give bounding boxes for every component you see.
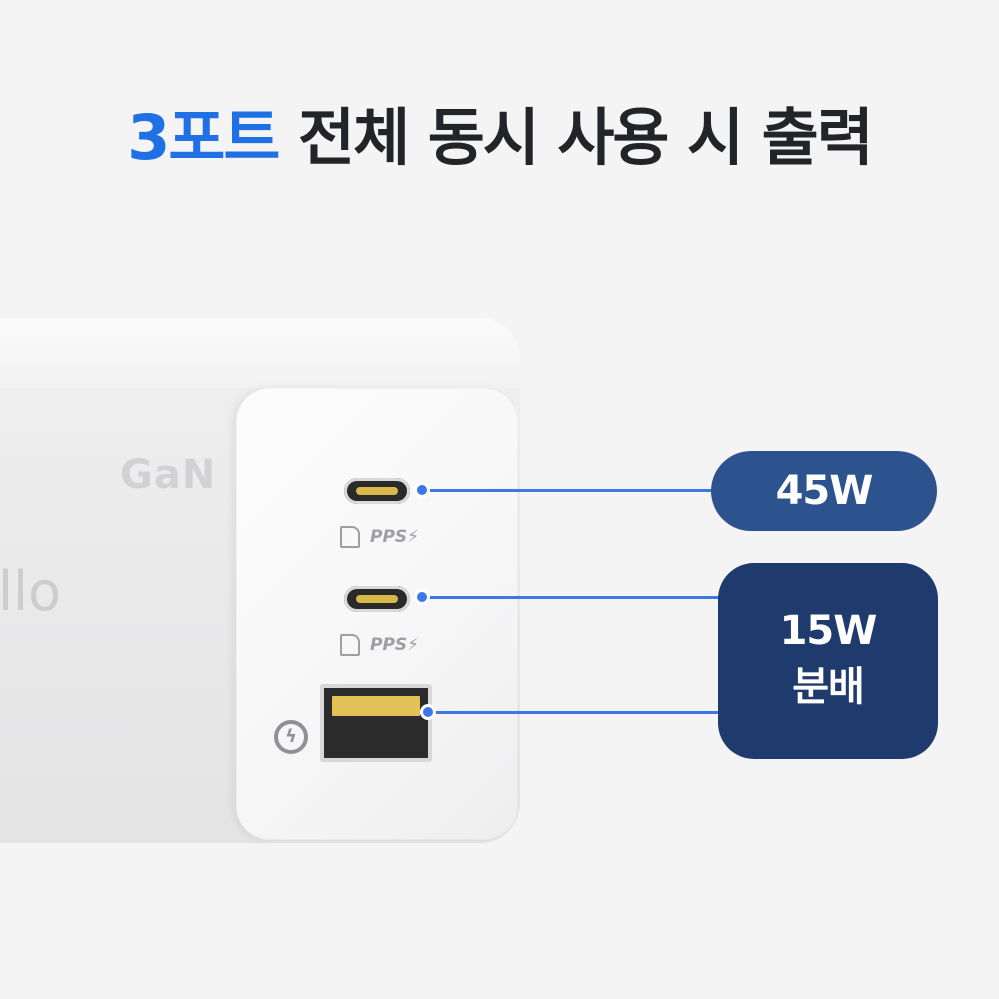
pd-icon bbox=[340, 526, 360, 548]
gan-label: GaN bbox=[120, 452, 217, 498]
headline: 3포트 전체 동시 사용 시 출력 bbox=[0, 98, 999, 178]
charger-port-face bbox=[236, 388, 518, 840]
badge-15w-value: 15W bbox=[779, 608, 878, 654]
connector-line-1 bbox=[420, 489, 720, 492]
connector-line-2 bbox=[420, 596, 720, 599]
connector-dot-2 bbox=[414, 589, 430, 605]
usb-a-tongue bbox=[332, 696, 420, 716]
headline-rest: 전체 동시 사용 시 출력 bbox=[278, 101, 874, 174]
connector-line-3 bbox=[420, 711, 720, 714]
badge-45w: 45W bbox=[711, 451, 937, 531]
quick-charge-icon: ϟ bbox=[274, 720, 308, 754]
pd-icon bbox=[340, 634, 360, 656]
pd-pps-logo-2: PPS⚡ bbox=[340, 634, 419, 656]
usb-c-port-2 bbox=[344, 586, 410, 612]
pps-label: PPS bbox=[370, 527, 408, 547]
badge-15w-shared: 15W 분배 bbox=[718, 563, 938, 759]
usb-a-port bbox=[320, 684, 432, 762]
usb-c-port-1 bbox=[344, 478, 410, 504]
brand-label: llo bbox=[0, 560, 62, 623]
pd-pps-logo-1: PPS⚡ bbox=[340, 526, 419, 548]
pps-label: PPS bbox=[370, 635, 408, 655]
charger-top-face bbox=[0, 318, 520, 388]
connector-dot-1 bbox=[414, 482, 430, 498]
headline-accent: 3포트 bbox=[127, 101, 280, 174]
badge-15w-note: 분배 bbox=[792, 664, 865, 710]
connector-dot-3 bbox=[420, 704, 436, 720]
